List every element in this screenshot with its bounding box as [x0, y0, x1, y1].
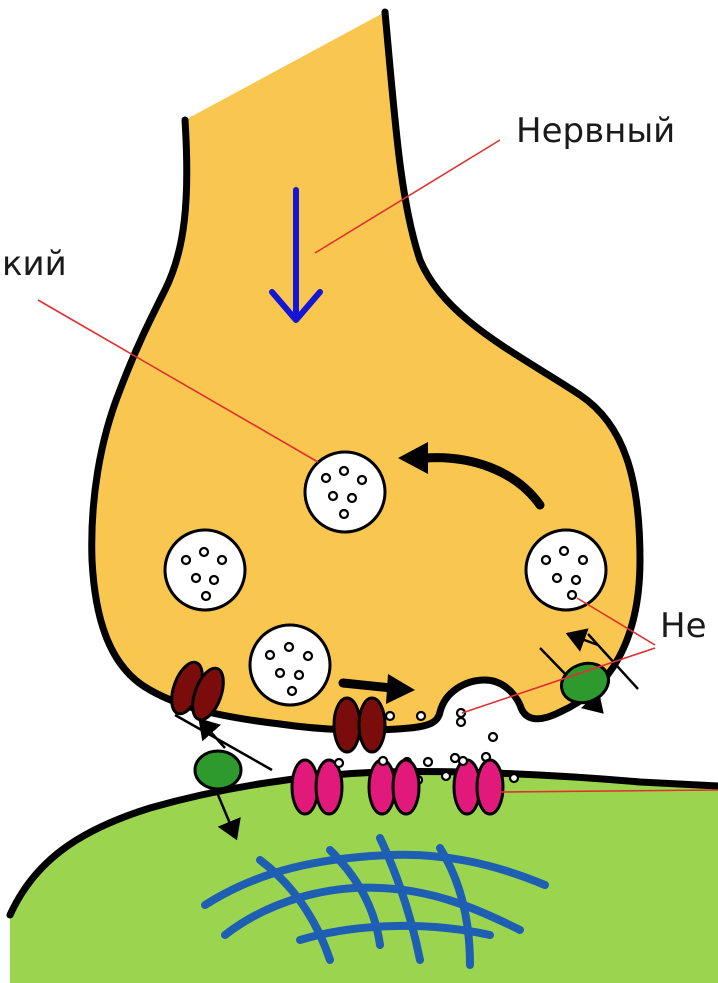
bound-neurotransmitter: [459, 757, 467, 765]
synaptic-vesicle: [165, 530, 245, 610]
synaptic-vesicle: [526, 530, 606, 610]
label-left-partial: кий: [2, 244, 67, 284]
postsynaptic-neuron: [10, 772, 718, 983]
synaptic-vesicle: [250, 625, 330, 705]
label-nerve-impulse: Нервный: [516, 111, 675, 151]
bound-neurotransmitter: [335, 759, 343, 767]
label-right-partial: Не: [660, 606, 706, 646]
bound-neurotransmitter: [379, 757, 387, 765]
synaptic-vesicle: [305, 452, 385, 532]
